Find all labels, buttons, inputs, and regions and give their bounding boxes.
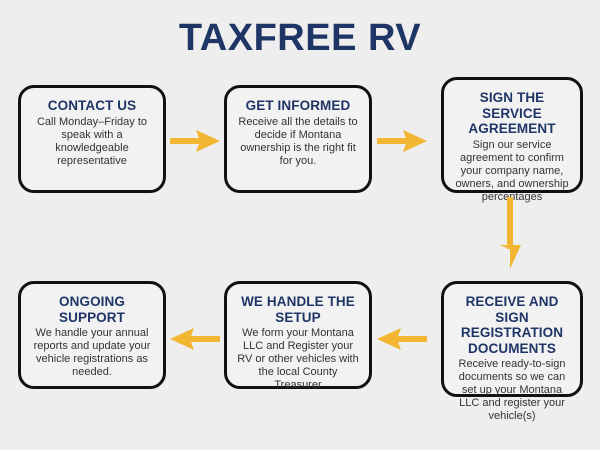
step-description-ongoing-support: We handle your annual reports and update… [33,327,151,378]
step-title-get-informed: GET INFORMED [245,98,351,113]
arrow-right-icon-informed-to-sign [377,128,427,154]
step-box-contact-us: CONTACT US Call Monday–Friday to speak w… [18,85,166,193]
step-title-sign-agreement: SIGN THE SERVICE AGREEMENT [468,90,556,136]
step-box-we-handle-setup: WE HANDLE THE SETUP We form your Montana… [224,281,372,391]
page-title: TAXFREE RV [178,17,422,59]
arrow-left-icon-receive-to-setup [377,326,427,352]
arrow-down-icon-sign-to-receive [497,197,523,269]
step-box-receive-sign: RECEIVE AND SIGN REGISTRATION DOCUMENTS … [441,281,583,422]
step-title-ongoing-support: ONGOING SUPPORT [59,294,125,325]
step-box-get-informed: GET INFORMED Receive all the details to … [224,85,372,193]
step-description-receive-sign: Receive ready-to-sign documents so we ca… [458,358,566,422]
step-box-sign-agreement: SIGN THE SERVICE AGREEMENT Sign our serv… [441,77,583,203]
step-description-we-handle-setup: We form your Montana LLC and Register yo… [237,327,359,391]
step-box-ongoing-support: ONGOING SUPPORT We handle your annual re… [18,281,166,389]
step-description-contact-us: Call Monday–Friday to speak with a knowl… [36,115,148,167]
step-title-we-handle-setup: WE HANDLE THE SETUP [241,294,355,325]
arrow-right-icon-contact-to-informed [170,128,220,154]
step-description-get-informed: Receive all the details to decide if Mon… [238,115,358,167]
step-description-sign-agreement: Sign our service agreement to confirm yo… [455,138,569,203]
step-title-contact-us: CONTACT US [47,98,137,113]
step-title-receive-sign: RECEIVE AND SIGN REGISTRATION DOCUMENTS [460,294,564,356]
arrow-left-icon-setup-to-support [170,326,220,352]
